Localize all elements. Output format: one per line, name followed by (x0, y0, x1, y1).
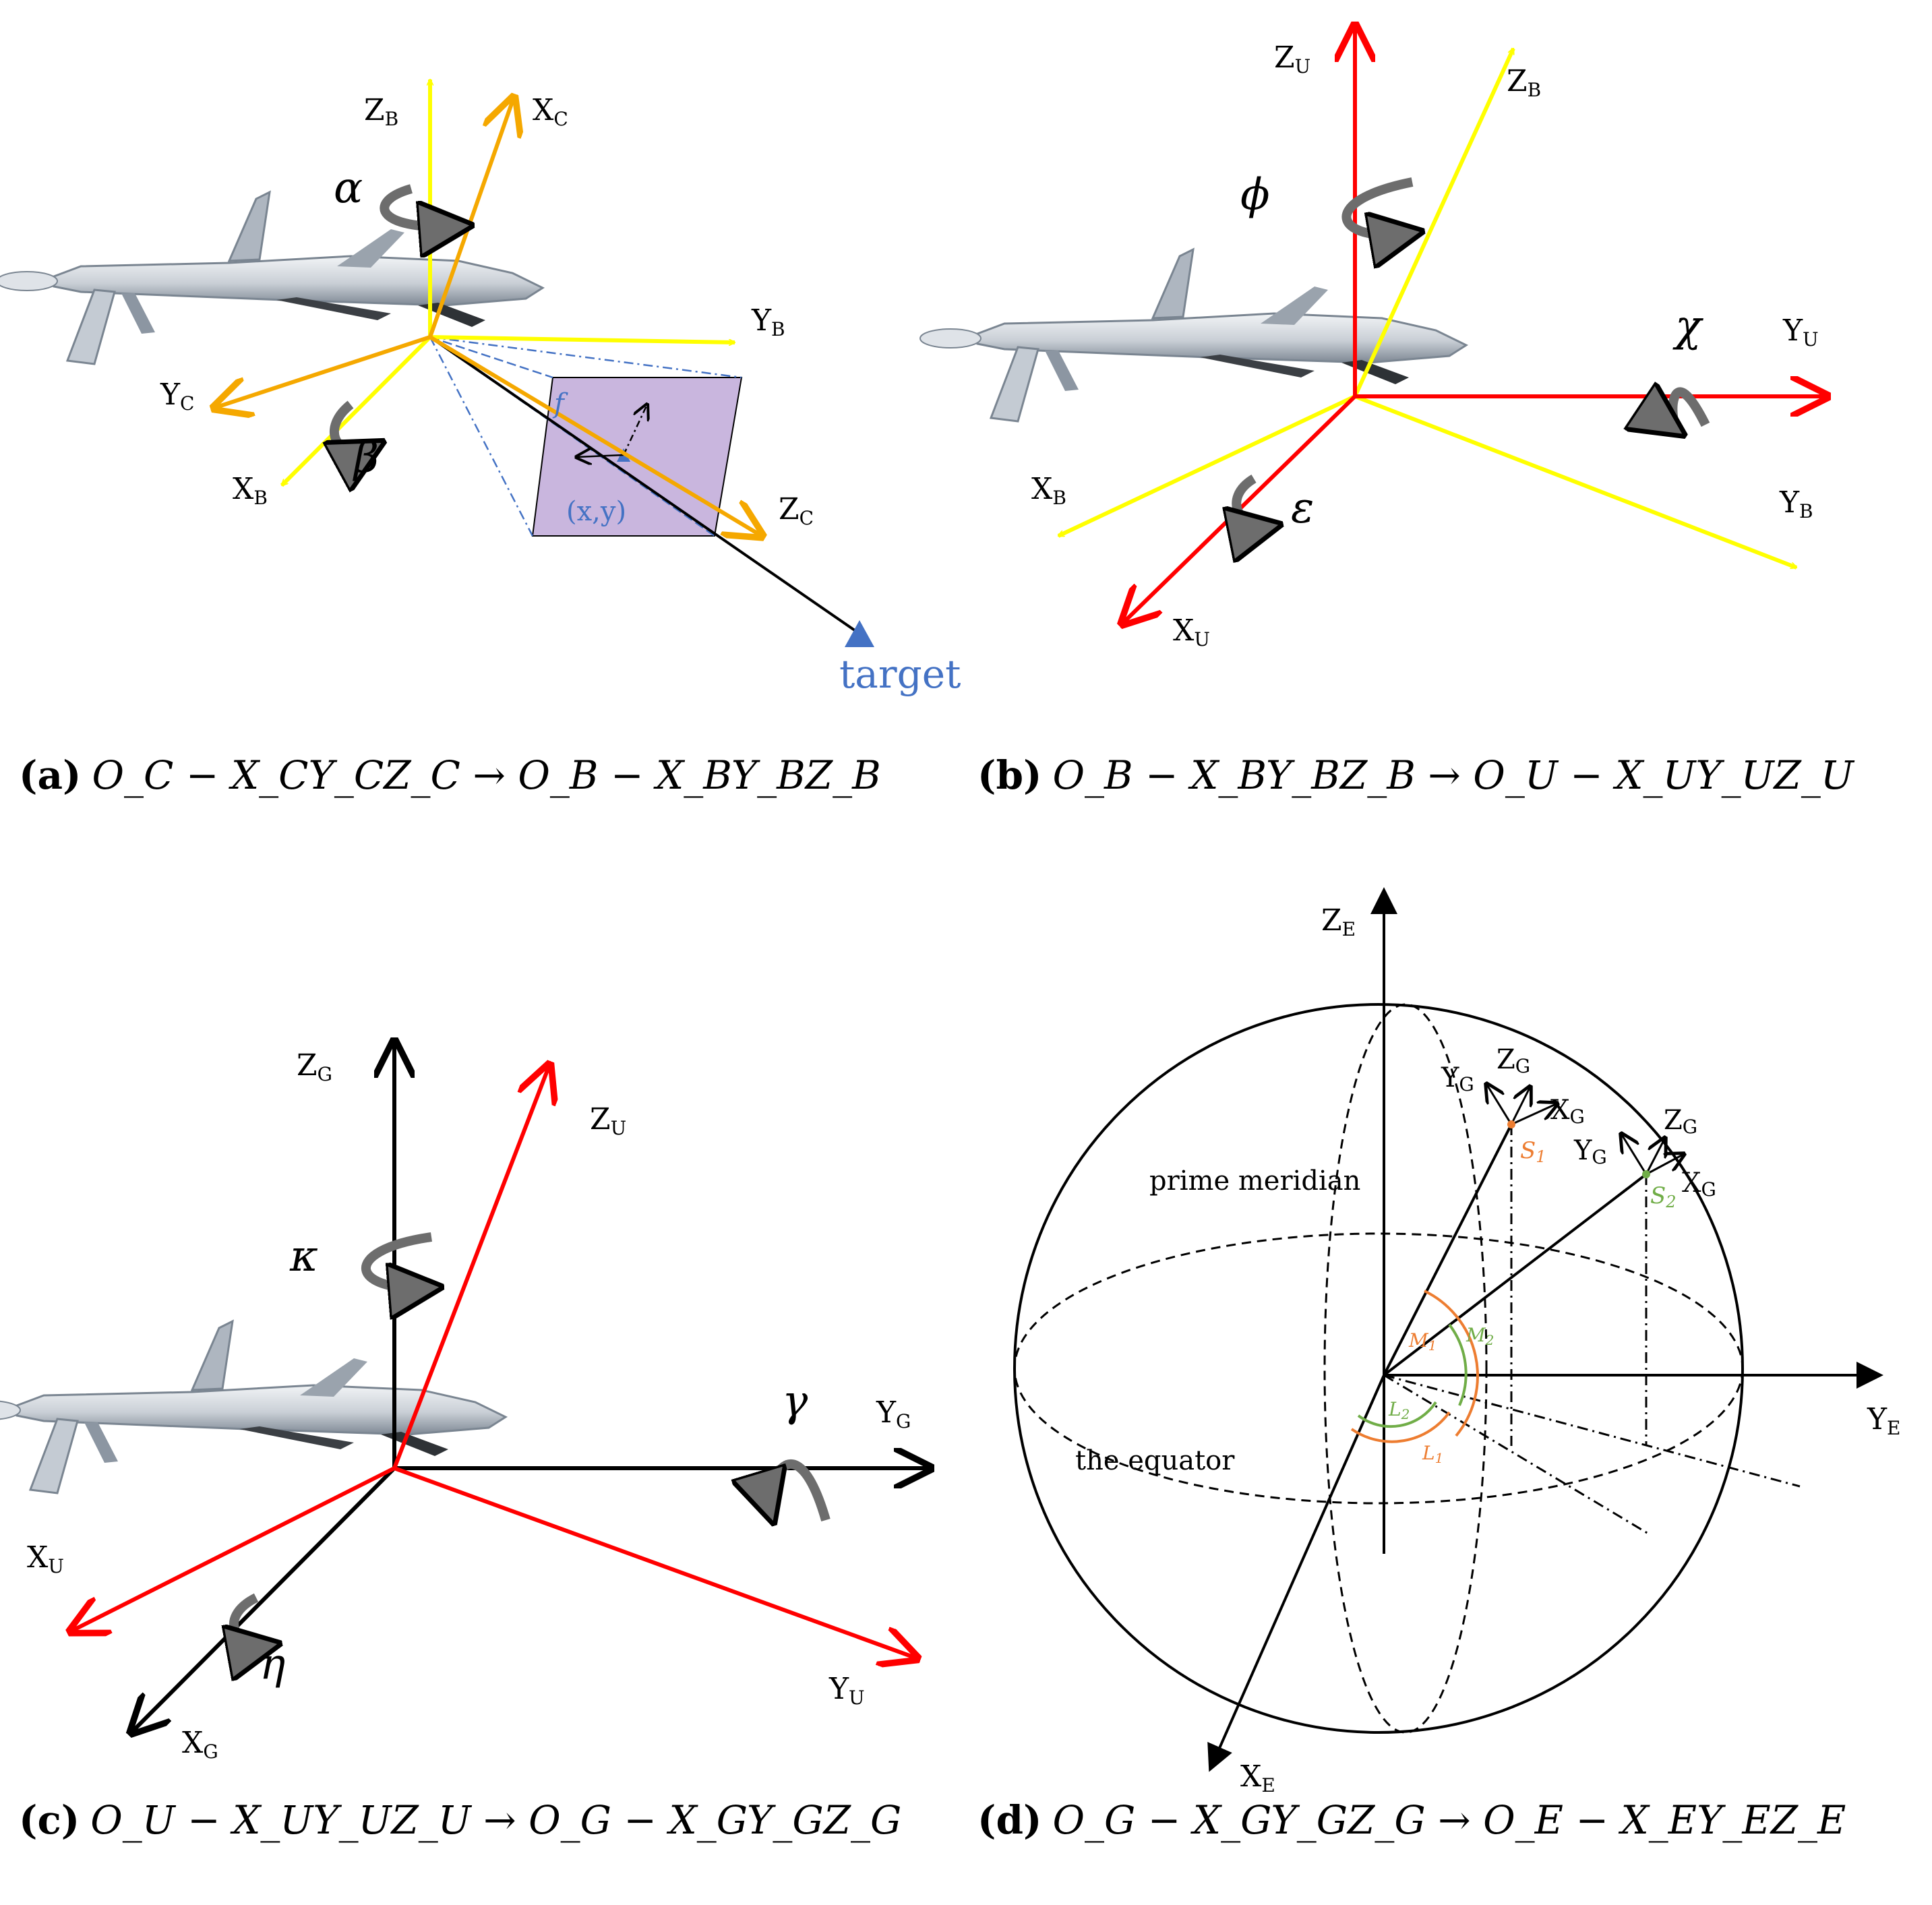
svg-text:YB: YB (751, 303, 785, 340)
axis-xg (131, 1466, 396, 1732)
axis-xb (1058, 394, 1356, 538)
angle-beta: β (353, 433, 379, 483)
rotation-arrow-epsilon (1236, 475, 1274, 526)
svg-text:ZB: ZB (1507, 64, 1541, 101)
svg-text:ZG: ZG (1664, 1105, 1697, 1138)
svg-text:ZU: ZU (590, 1102, 626, 1139)
angle-epsilon: ε (1291, 483, 1314, 533)
svg-text:XE: XE (1240, 1759, 1275, 1796)
caption-d: (d)O_G − X_GY_GZ_G → O_E − X_EY_EZ_E (977, 1797, 1846, 1843)
svg-text:S2: S2 (1650, 1182, 1677, 1211)
svg-text:M1: M1 (1408, 1329, 1437, 1354)
angle-alpha: α (334, 163, 363, 213)
earth-sphere (1013, 1003, 1744, 1734)
rotation-arrow-kappa (361, 1232, 435, 1288)
image-plane (531, 377, 743, 537)
axis-yb (1354, 394, 1797, 570)
svg-text:XU: XU (1173, 613, 1210, 651)
axis-xu (71, 1466, 396, 1631)
rotation-arrow-beta (334, 400, 378, 451)
svg-text:XB: XB (1031, 472, 1066, 509)
panel-c: ZG ZU YG XU YU XG κ γ η (c)O_U − X_UY_UZ… (0, 1041, 930, 1843)
image-point-label: (x,y) (566, 496, 626, 527)
equator-ellipse (1013, 1232, 1744, 1505)
rotation-arrow-chi (1672, 392, 1710, 431)
axis-yu (393, 1466, 917, 1658)
equator-label: the equator (1075, 1445, 1235, 1476)
angle-chi: χ (1672, 301, 1703, 351)
svg-text:YB: YB (1779, 485, 1813, 522)
meridian-ellipse (1323, 1003, 1488, 1734)
svg-text:ZG: ZG (1497, 1044, 1530, 1077)
svg-text:XB: XB (233, 472, 268, 509)
caption-c: (c)O_U − X_UY_UZ_U → O_G − X_GY_GZ_G (19, 1797, 901, 1843)
prime-meridian-label: prime meridian (1149, 1166, 1360, 1197)
rotation-arrow-phi (1341, 177, 1416, 235)
target-ray (429, 336, 861, 635)
svg-text:L2: L2 (1388, 1398, 1410, 1422)
svg-text:ZE: ZE (1321, 903, 1356, 940)
rotation-arrow-alpha (380, 184, 465, 226)
panel-b: ZU ZB YU XB YB XU ϕ χ ε (b)O_B − X_BY_BZ… (919, 26, 1855, 798)
target-marker (845, 620, 874, 647)
svg-text:ZB: ZB (364, 93, 398, 130)
rotation-arrow-eta (234, 1593, 273, 1645)
arc-m2 (1448, 1323, 1468, 1406)
vector-s1 (1383, 1124, 1513, 1376)
axis-xb (280, 335, 432, 487)
caption-a: (a)O_C − X_CY_CZ_C → O_B − X_BY_BZ_B (19, 752, 881, 798)
arc-m1 (1424, 1290, 1479, 1437)
caption-b: (b)O_B − X_BY_BZ_B → O_U − X_UY_UZ_U (977, 752, 1855, 798)
svg-text:ZC: ZC (779, 492, 814, 529)
target-label: target (839, 651, 961, 697)
angle-gamma: γ (782, 1377, 808, 1426)
svg-text:YU: YU (828, 1672, 865, 1709)
svg-text:XU: XU (27, 1540, 64, 1577)
angle-phi: ϕ (1240, 170, 1270, 220)
axis-yc (214, 335, 431, 408)
axis-xe (1207, 1374, 1385, 1772)
svg-text:XC: XC (533, 93, 568, 130)
angle-kappa: κ (289, 1232, 318, 1281)
svg-text:L1: L1 (1422, 1442, 1443, 1466)
svg-text:YC: YC (160, 377, 194, 415)
svg-text:ZG: ZG (297, 1048, 332, 1085)
panel-a: ZB XC YB YC XB ZC α β f (x,y) target (a)… (0, 80, 961, 798)
arc-l2 (1357, 1401, 1437, 1428)
panel-d: ZE YE XE ZG YG XG ZG YG XG S1 S2 M1 M2 L… (977, 887, 1901, 1843)
svg-text:ZU: ZU (1274, 40, 1310, 78)
svg-text:XG: XG (1550, 1095, 1585, 1128)
axis-zb (1353, 49, 1515, 398)
svg-text:YU: YU (1782, 313, 1819, 351)
svg-text:XG: XG (182, 1726, 218, 1763)
svg-text:S1: S1 (1520, 1137, 1546, 1166)
svg-text:XG: XG (1682, 1168, 1716, 1201)
axis-yb (429, 335, 735, 342)
svg-text:M2: M2 (1466, 1324, 1494, 1348)
arc-l1 (1350, 1411, 1451, 1443)
svg-text:YG: YG (1441, 1062, 1474, 1095)
vector-s2 (1383, 1173, 1648, 1377)
svg-text:YE: YE (1867, 1402, 1901, 1439)
angle-eta: η (260, 1639, 285, 1689)
rotation-arrow-gamma (770, 1459, 831, 1520)
svg-text:YG: YG (1573, 1135, 1607, 1168)
axis-zc (429, 335, 762, 536)
axis-zu (392, 1065, 549, 1470)
svg-text:YG: YG (876, 1395, 911, 1432)
